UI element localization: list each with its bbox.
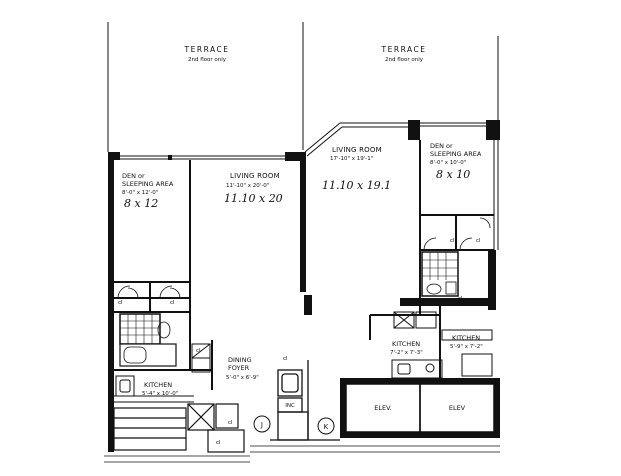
unit-k-closet-1: cl xyxy=(450,238,455,244)
unit-k-kitchen-dims: 7'-2" x 7'-3" xyxy=(390,350,423,356)
unit-k-partitions xyxy=(369,140,494,378)
unit-k-den-dims: 8'-0" x 10'-0" xyxy=(430,160,466,166)
terrace-right-title: TERRACE xyxy=(381,45,427,54)
core-fixtures xyxy=(270,360,340,441)
unit-j-kitchen-fixtures xyxy=(114,375,194,403)
unit-j-doors xyxy=(117,285,181,299)
terrace-outline xyxy=(107,22,499,152)
unit-j-partitions xyxy=(114,160,213,390)
unit-k-doors xyxy=(423,217,491,251)
unit-j-closet-2: cl xyxy=(170,300,175,306)
elevator-1-label: ELEV. xyxy=(374,404,392,412)
unit-j-living-hand: 11.10 x 20 xyxy=(224,192,283,205)
unit-k-den-label-1: DEN or xyxy=(430,142,453,150)
unit-j-kitchen-dims: 5'-4" x 10'-0" xyxy=(142,391,178,397)
corridor-hatch xyxy=(104,445,500,463)
unit-j-closet-4: cl xyxy=(228,420,233,426)
unit-k-closet-3: cl xyxy=(458,296,463,302)
unit-k-kitchen-label: KITCHEN xyxy=(392,340,420,348)
unit-j-dining-closets xyxy=(191,343,211,373)
elevators xyxy=(345,383,495,433)
unit-j-dining-dims: 5'-0" x 6'-9" xyxy=(226,375,259,381)
unit-j-dining-label-1: DINING xyxy=(228,356,252,364)
unit-k-closet-2: cl xyxy=(476,238,481,244)
unit-j-marker-label: J xyxy=(260,421,263,429)
unit-j-kitchen-label: KITCHEN xyxy=(144,381,172,389)
terrace-right-note: 2nd floor only xyxy=(385,57,424,63)
unit-j-living-label: LIVING ROOM xyxy=(230,172,280,180)
unit-j-den-label-1: DEN or xyxy=(122,172,145,180)
unit-j-closet-3: cl xyxy=(196,348,201,354)
unit-k-living-label: LIVING ROOM xyxy=(332,146,382,154)
terrace-left-title: TERRACE xyxy=(184,45,230,54)
unit-j-lower xyxy=(113,403,245,453)
terrace-left-note: 2nd floor only xyxy=(188,57,227,63)
unit-j-marker: J xyxy=(253,415,271,433)
unit-j-closet-1: cl xyxy=(118,300,123,306)
unit-k-den-label-2: SLEEPING AREA xyxy=(430,150,482,158)
unit-j-den-dims: 8'-0" x 12'-0" xyxy=(122,190,158,196)
unit-j-bath xyxy=(119,313,177,367)
unit-j-den-hand: 8 x 12 xyxy=(124,197,158,210)
unit-k-den-hand: 8 x 10 xyxy=(436,168,470,181)
elevator-2-label: ELEV xyxy=(449,404,466,412)
unit-k-closet-4: cl xyxy=(283,356,288,362)
exterior-walls xyxy=(108,120,500,452)
window-lines xyxy=(109,122,499,445)
unit-j-dining-label-2: FOYER xyxy=(228,364,250,372)
unit-k-marker-label: K xyxy=(324,423,329,431)
incinerator-label: INC xyxy=(285,403,295,409)
unit-k-bath xyxy=(421,251,459,297)
unit-k-living-hand: 11.10 x 19.1 xyxy=(322,179,391,192)
unit-k-kitchen-fixtures xyxy=(391,311,493,379)
unit-j-living-dims: 11'-10" x 20'-0" xyxy=(226,183,269,189)
unit-k-living-dims: 17'-10" x 19'-1" xyxy=(330,156,373,162)
unit-k-marker: K xyxy=(317,417,335,435)
unit-j-den-label-2: SLEEPING AREA xyxy=(122,180,174,188)
unit-k-kitchen2-label: KITCHEN xyxy=(452,334,480,342)
unit-j-closet-5: cl xyxy=(216,440,221,446)
unit-k-kitchen2-dims: 5'-9" x 7'-2" xyxy=(450,344,483,350)
